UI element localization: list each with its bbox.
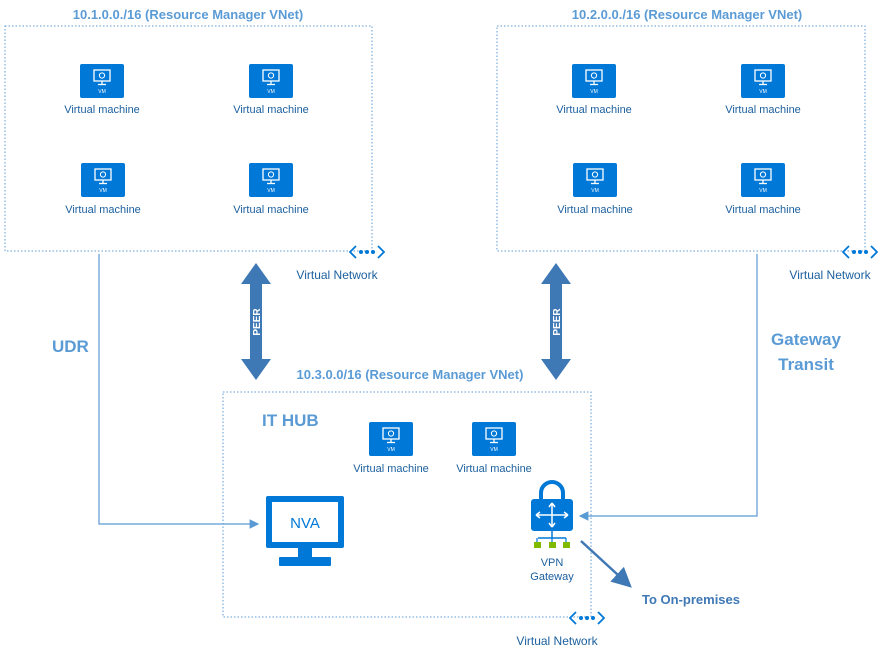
gateway-transit-label-line2: Transit	[778, 355, 834, 374]
vm-icon	[369, 422, 413, 456]
vnet-hub: 10.3.0.0/16 (Resource Manager VNet) IT H…	[222, 367, 605, 648]
hub-name: IT HUB	[262, 411, 319, 430]
vm-icon	[249, 64, 293, 98]
vm-icon	[573, 163, 617, 197]
gateway-transit-route: Gateway Transit	[578, 254, 842, 521]
vnet-left-title: 10.1.0.0./16 (Resource Manager VNet)	[73, 7, 304, 22]
vnet-hub-boundary	[222, 391, 592, 618]
vm-icon	[572, 64, 616, 98]
vm-icon	[81, 163, 125, 197]
vpn-gateway-label-line2: Gateway	[530, 571, 574, 583]
vm-label: Virtual machine	[456, 463, 532, 475]
vm-label: Virtual machine	[233, 204, 309, 216]
vm-label: Virtual machine	[353, 463, 429, 475]
vnet-left-boundary	[4, 25, 373, 252]
vm-label: Virtual machine	[64, 104, 140, 116]
vnet-right: 10.2.0.0./16 (Resource Manager VNet) Vir…	[496, 7, 878, 282]
nva-monitor-icon: NVA	[266, 496, 344, 566]
vm-icon	[741, 163, 785, 197]
virtual-network-icon	[842, 245, 878, 259]
udr-label: UDR	[52, 337, 89, 356]
gateway-transit-label-line1: Gateway	[771, 330, 841, 349]
vnet-right-boundary	[496, 25, 866, 252]
vnet-left-caption: Virtual Network	[296, 268, 378, 282]
onprem-route: To On-premises	[580, 540, 740, 607]
vm-label: Virtual machine	[233, 104, 309, 116]
vm-label: Virtual machine	[65, 204, 141, 216]
onprem-label: To On-premises	[642, 592, 740, 607]
vpn-gateway-label-line1: VPN	[541, 557, 564, 569]
virtual-network-icon	[349, 245, 385, 259]
vm-label: Virtual machine	[725, 104, 801, 116]
peer-label: PEER	[552, 308, 563, 336]
peer-connector-right: PEER	[541, 263, 571, 380]
vm-icon	[472, 422, 516, 456]
vnet-right-title: 10.2.0.0./16 (Resource Manager VNet)	[572, 7, 803, 22]
vnet-hub-title: 10.3.0.0/16 (Resource Manager VNet)	[297, 367, 524, 382]
vpn-gateway-icon	[531, 480, 573, 548]
vm-icon	[741, 64, 785, 98]
vm-icon	[80, 64, 124, 98]
nva-label: NVA	[290, 515, 320, 532]
vnet-left: 10.1.0.0./16 (Resource Manager VNet) Vir…	[4, 7, 385, 282]
peer-connector-left: PEER	[241, 263, 271, 380]
udr-route: UDR	[52, 254, 260, 529]
vm-icon	[249, 163, 293, 197]
vnet-hub-caption: Virtual Network	[516, 634, 598, 648]
vm-label: Virtual machine	[557, 204, 633, 216]
vnet-right-caption: Virtual Network	[789, 268, 871, 282]
virtual-network-icon	[569, 611, 605, 625]
peer-label: PEER	[252, 308, 263, 336]
vm-label: Virtual machine	[556, 104, 632, 116]
vm-label: Virtual machine	[725, 204, 801, 216]
